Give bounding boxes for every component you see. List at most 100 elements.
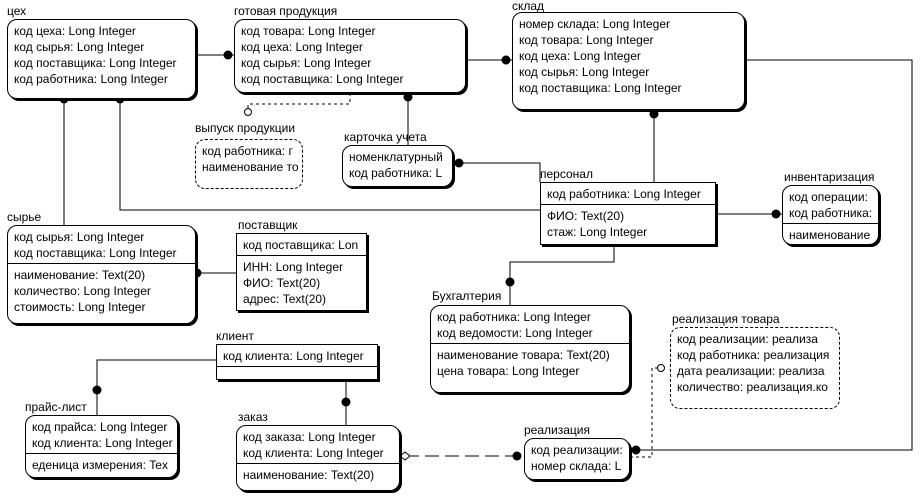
key-attr: код работника: г bbox=[202, 144, 293, 158]
rel-end-dot bbox=[771, 209, 781, 219]
key-attr: код реализации: bbox=[531, 443, 623, 457]
rel-end-dot bbox=[454, 158, 464, 168]
attr-section: наименование bbox=[783, 223, 878, 244]
rel-personal-buhgalteria bbox=[509, 245, 615, 305]
key-section: код сырья: Long Integer код поставщика: … bbox=[8, 226, 195, 263]
entity-buhgalteria[interactable]: код работника: Long Integer код ведомост… bbox=[430, 305, 630, 393]
entity-title-prais: прайс-лист bbox=[25, 400, 87, 414]
key-attr: номенклатурный bbox=[349, 150, 443, 164]
key-attr: код ведомости: Long Integer bbox=[437, 326, 593, 340]
key-attr: код клиента: Long Integer bbox=[32, 436, 173, 450]
rel-gotovaya-vypusk bbox=[247, 93, 351, 116]
rel-tseh-personal bbox=[119, 99, 540, 211]
attr-section: наименование товара: Text(20) цена товар… bbox=[431, 343, 629, 381]
entity-inventarizaciya[interactable]: код операции: код работника: наименовани… bbox=[782, 185, 879, 245]
rel-end-dot bbox=[341, 397, 351, 407]
key-attr: код поставщика: Long Integer bbox=[14, 56, 177, 70]
key-section: код товара: Long Integer код цеха: Long … bbox=[235, 20, 465, 89]
entity-title-klient: клиент bbox=[216, 329, 254, 343]
key-section: код клиента: Long Integer bbox=[217, 345, 377, 366]
rel-end-dot bbox=[512, 451, 522, 461]
attr-section bbox=[217, 366, 377, 373]
key-attr: код работника: L bbox=[349, 166, 443, 180]
key-attr: количество: реализация.ко bbox=[677, 380, 828, 394]
key-attr: код работника: Long Integer bbox=[14, 72, 168, 86]
key-attr: код цеха: Long Integer bbox=[14, 24, 136, 38]
key-attr: код реализации: реализа bbox=[677, 332, 818, 346]
key-section: код работника: Long Integer bbox=[541, 183, 715, 204]
entity-title-kartochka: карточка учета bbox=[344, 130, 427, 144]
entity-syrye[interactable]: код сырья: Long Integer код поставщика: … bbox=[7, 225, 196, 324]
entity-title-zakaz: заказ bbox=[238, 410, 268, 424]
key-attr: код заказа: Long Integer bbox=[243, 430, 376, 444]
rel-end-dot bbox=[92, 385, 102, 395]
entity-title-sklad: склад bbox=[512, 0, 545, 13]
entity-title-syrye: сырье bbox=[7, 210, 42, 224]
entity-title-vypusk: выпуск продукции bbox=[195, 121, 296, 135]
attr: стоимость: Long Integer bbox=[14, 300, 146, 314]
rel-klient-prais bbox=[96, 359, 216, 415]
entity-zakaz[interactable]: код заказа: Long Integer код клиента: Lo… bbox=[236, 425, 400, 491]
key-attr: дата реализации: реализа bbox=[677, 364, 825, 378]
key-attr: номер склада: Long Integer bbox=[519, 17, 671, 31]
entity-title-personal: персонал bbox=[540, 167, 593, 181]
entity-tseh[interactable]: код цеха: Long Integer код сырья: Long I… bbox=[7, 19, 196, 99]
key-attr: код клиента: Long Integer bbox=[243, 446, 384, 460]
entity-postavshik[interactable]: код поставщика: Lon ИНН: Long Integer ФИ… bbox=[236, 233, 367, 311]
rel-sklad-realizaciya bbox=[630, 59, 913, 451]
key-section: код поставщика: Lon bbox=[237, 234, 366, 255]
entity-title-postavshik: поставщик bbox=[238, 218, 298, 232]
key-section: код реализации: реализа код работника: р… bbox=[671, 328, 839, 397]
attr-section: ФИО: Text(20) стаж: Long Integer bbox=[541, 204, 715, 242]
key-section: номер склада: Long Integer код товара: L… bbox=[513, 13, 744, 98]
entity-realizaciya[interactable]: код реализации: номер склада: L bbox=[524, 438, 630, 480]
entity-title-inventar: инвентаризация bbox=[784, 170, 875, 184]
rel-end-hollow-circle bbox=[244, 108, 252, 116]
entity-realizaciya-tovara[interactable]: код реализации: реализа код работника: р… bbox=[670, 327, 840, 409]
attr-section: наименование: Text(20) bbox=[237, 463, 399, 485]
attr: наименование: Text(20) bbox=[14, 268, 146, 282]
key-attr: код поставщика: Long Integer bbox=[241, 72, 404, 86]
attr: наименование товара: Text(20) bbox=[437, 348, 610, 362]
key-section: номенклатурный код работника: L bbox=[343, 146, 452, 183]
entity-title-buhgalteria: Бухгалтерия bbox=[432, 289, 502, 303]
key-section: код работника: Long Integer код ведомост… bbox=[431, 306, 629, 343]
attr: цена товара: Long Integer bbox=[437, 364, 580, 378]
key-attr: код товара: Long Integer bbox=[519, 33, 654, 47]
entity-title-realizaciya: реализация bbox=[524, 423, 590, 437]
entity-sklad[interactable]: номер склада: Long Integer код товара: L… bbox=[512, 12, 745, 110]
key-attr: наименование то bbox=[202, 160, 299, 174]
key-attr: код поставщика: Long Integer bbox=[14, 246, 177, 260]
key-attr: код сырья: Long Integer bbox=[14, 40, 145, 54]
key-attr: код цеха: Long Integer bbox=[519, 49, 641, 63]
entity-klient[interactable]: код клиента: Long Integer bbox=[216, 344, 378, 380]
key-attr: код работника: Long Integer bbox=[547, 187, 701, 201]
key-attr: номер склада: L bbox=[531, 459, 622, 473]
entity-prais-list[interactable]: код прайса: Long Integer код клиента: Lo… bbox=[25, 415, 178, 478]
key-section: код работника: г наименование то bbox=[196, 140, 302, 177]
key-section: код прайса: Long Integer код клиента: Lo… bbox=[26, 416, 177, 453]
attr: ИНН: Long Integer bbox=[243, 260, 344, 274]
key-attr: код работника: Long Integer bbox=[437, 310, 591, 324]
key-section: код операции: код работника: bbox=[783, 186, 878, 223]
entity-gotovaya-produkciya[interactable]: код товара: Long Integer код цеха: Long … bbox=[234, 19, 466, 93]
entity-vypusk-produkcii[interactable]: код работника: г наименование то bbox=[195, 139, 303, 189]
key-attr: код цеха: Long Integer bbox=[241, 40, 363, 54]
rel-end-hollow-circle bbox=[657, 364, 665, 372]
key-section: код реализации: номер склада: L bbox=[525, 439, 629, 476]
attr: еденица измерения: Tex bbox=[32, 458, 168, 472]
attr: ФИО: Text(20) bbox=[547, 209, 625, 223]
entity-kartochka-ucheta[interactable]: номенклатурный код работника: L bbox=[342, 145, 453, 187]
rel-end-dot bbox=[505, 277, 515, 287]
attr: количество: Long Integer bbox=[14, 284, 151, 298]
key-attr: код сырья: Long Integer bbox=[14, 230, 145, 244]
rel-diamond bbox=[399, 451, 411, 461]
attr-section: ИНН: Long Integer ФИО: Text(20) адрес: T… bbox=[237, 255, 366, 309]
entity-title-tseh: цех bbox=[7, 4, 27, 18]
attr: наименование bbox=[789, 228, 871, 242]
key-attr: код операции: bbox=[789, 190, 868, 204]
attr-section: наименование: Text(20) количество: Long … bbox=[8, 263, 195, 317]
attr: наименование: Text(20) bbox=[243, 468, 375, 482]
entity-personal[interactable]: код работника: Long Integer ФИО: Text(20… bbox=[540, 182, 716, 245]
key-attr: код сырья: Long Integer bbox=[519, 65, 650, 79]
